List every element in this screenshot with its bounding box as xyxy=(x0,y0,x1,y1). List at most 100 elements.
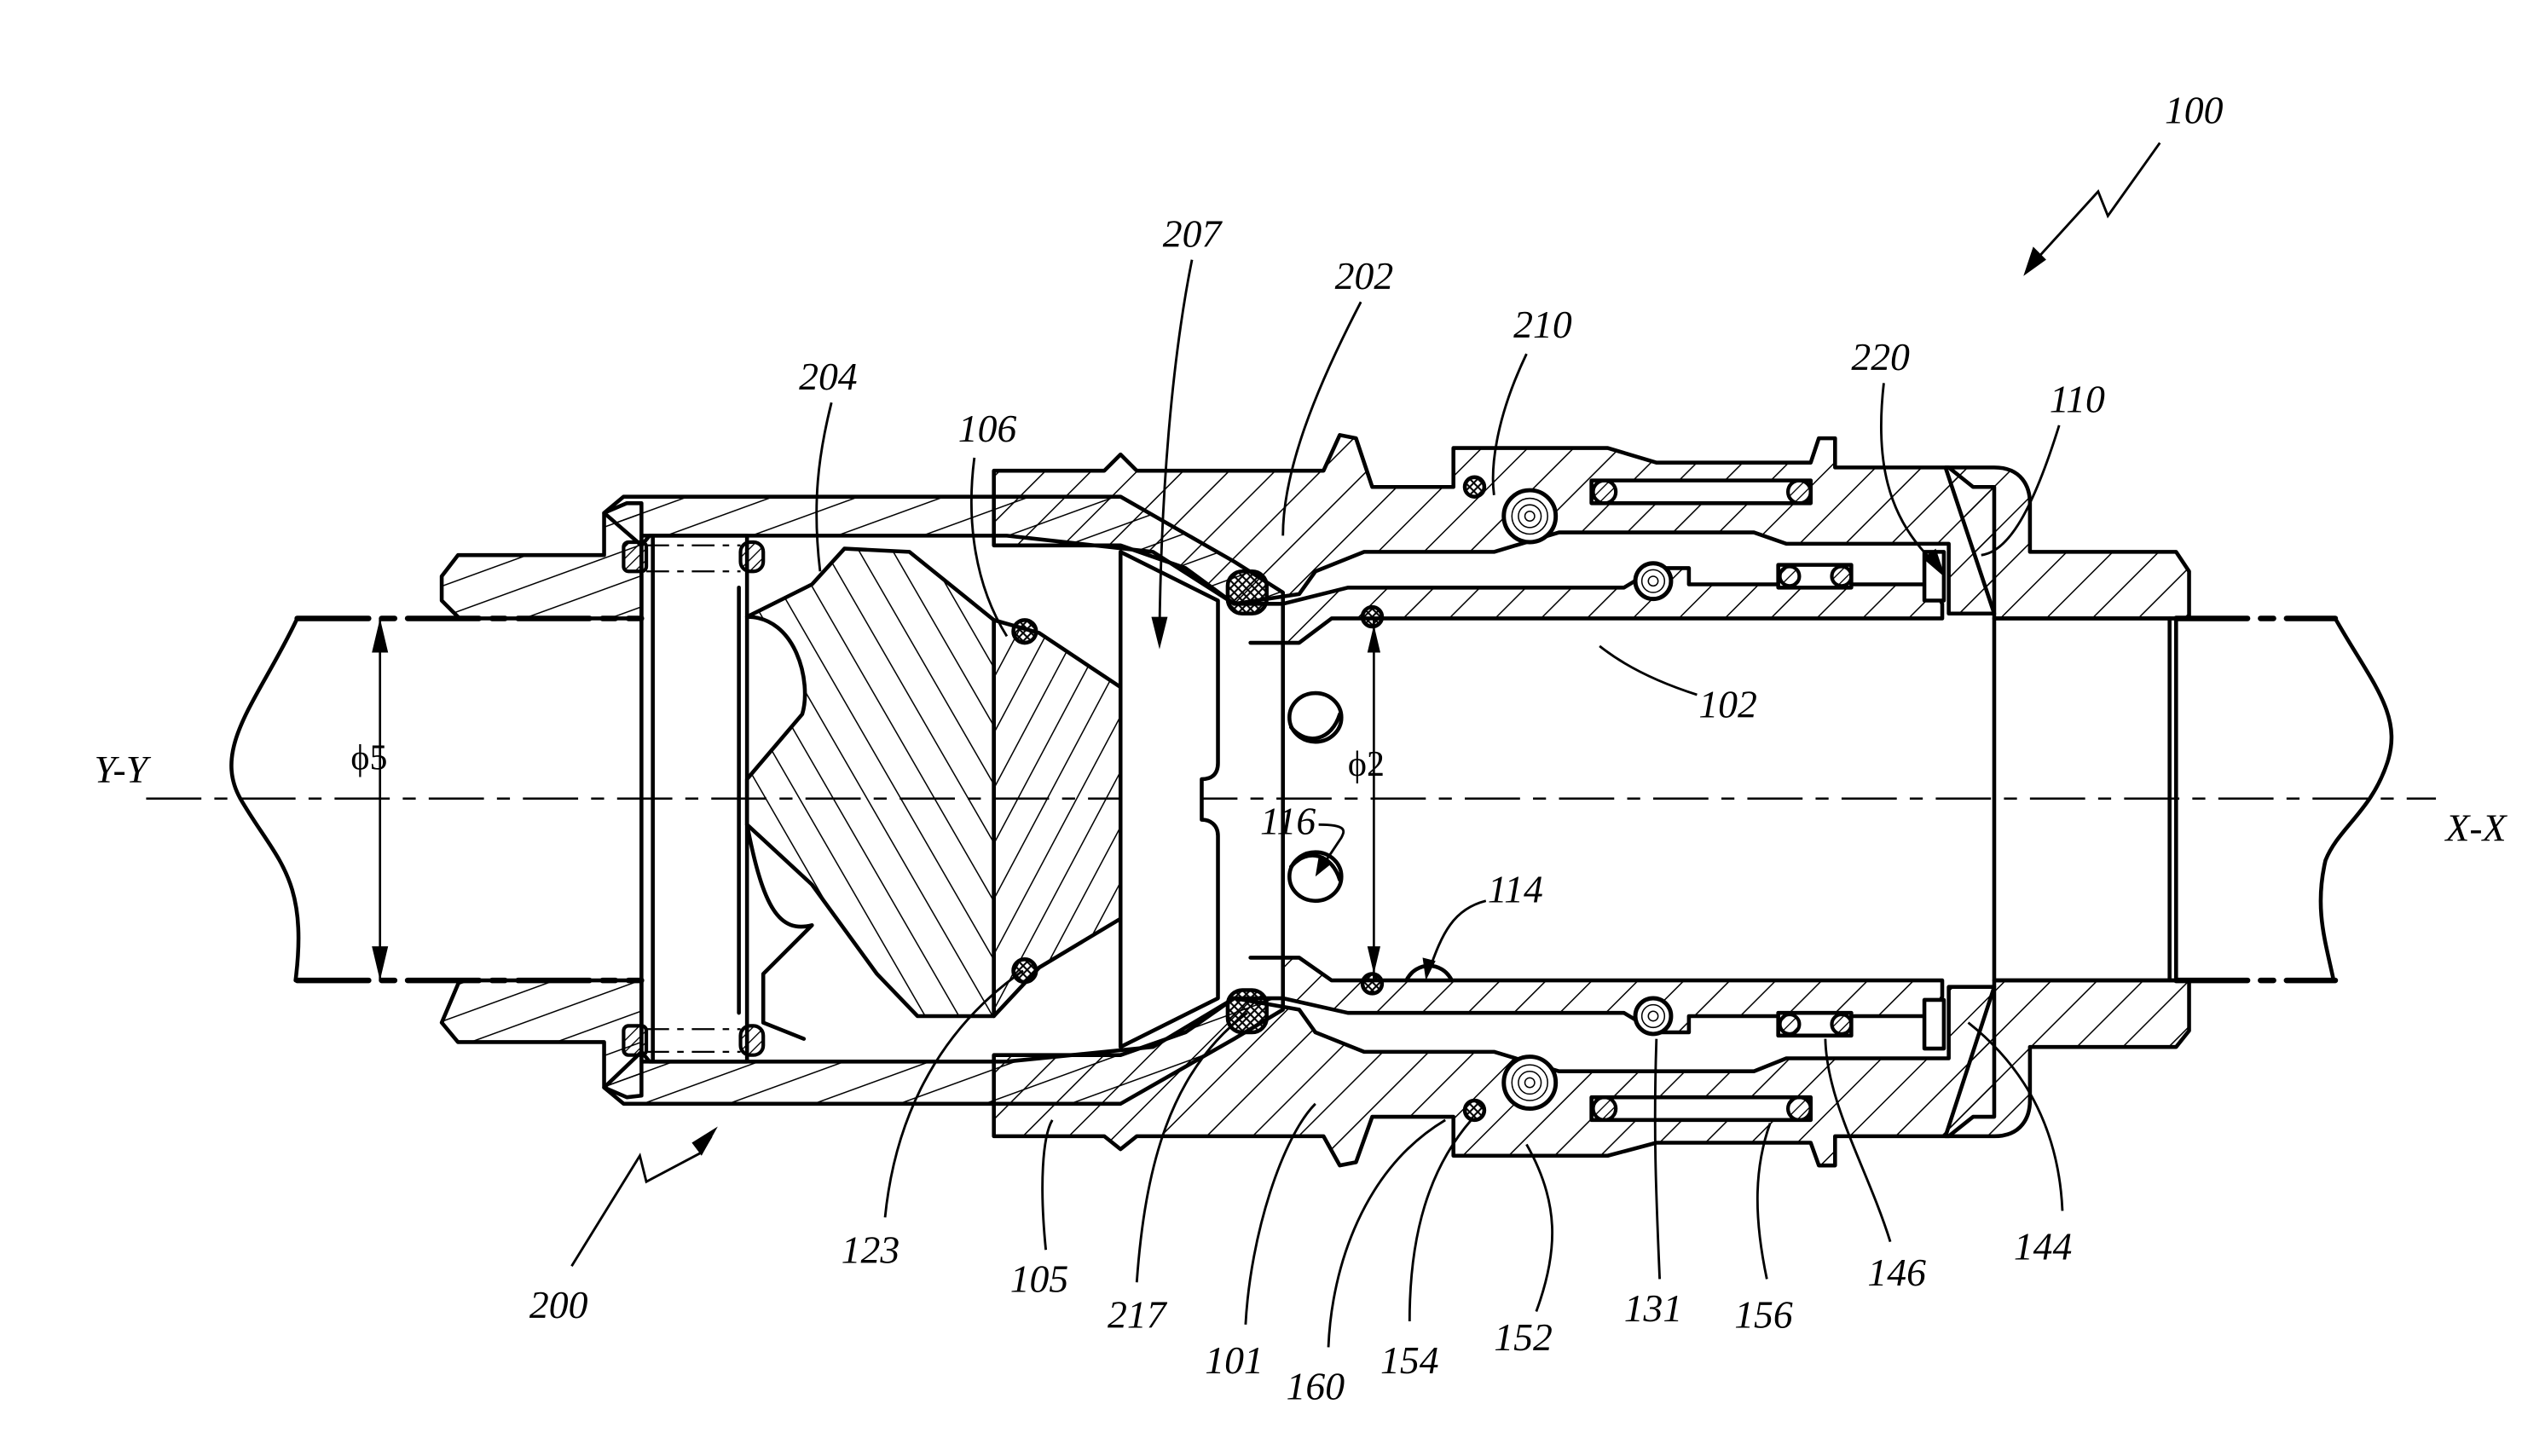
spring146-bottom-right xyxy=(1830,1012,1854,1037)
leader-202 xyxy=(1281,301,1362,536)
ref-label-101: 101 xyxy=(1205,1338,1264,1382)
arrowhead-200 xyxy=(691,1126,718,1156)
phi2-label: ϕ2 xyxy=(1348,745,1385,784)
zigzag-leader-100 xyxy=(2032,142,2161,264)
arrowhead-100 xyxy=(2023,246,2046,276)
phi5-arrow-top xyxy=(372,618,389,653)
seal-217 xyxy=(1225,988,1269,1035)
leader-160 xyxy=(1327,1118,1446,1348)
ref-label-100: 100 xyxy=(2165,89,2224,132)
tube-oring-top xyxy=(1360,604,1385,629)
port-hole-lower-shade xyxy=(1288,853,1342,882)
locking-ball-bottom xyxy=(1501,1054,1559,1111)
leader-152 xyxy=(1525,1143,1554,1313)
nut-oring-top-right xyxy=(738,540,766,574)
leader-156 xyxy=(1756,1123,1772,1280)
female-bore-right xyxy=(1992,616,2178,983)
detent-ball-131 xyxy=(1633,996,1674,1037)
locking-ball-top xyxy=(1501,488,1559,545)
ref-label-156: 156 xyxy=(1734,1293,1793,1337)
poppet-oring-106 xyxy=(1011,618,1038,645)
phi5-label: ϕ5 xyxy=(350,739,387,778)
ref-label-106: 106 xyxy=(958,407,1017,450)
spring146-bottom-left xyxy=(1778,1012,1802,1037)
spring-156-top xyxy=(1589,478,1813,506)
ref-label-105: 105 xyxy=(1010,1257,1069,1301)
zigzag-leader-200 xyxy=(570,1135,713,1267)
spring-end-top-left xyxy=(1591,478,1618,506)
port-hole-upper-shade xyxy=(1288,712,1342,741)
assembly-arrow-100: 100 xyxy=(2023,89,2224,276)
nut-oring-bottom-left xyxy=(622,1024,649,1057)
leader-123 xyxy=(883,969,1024,1218)
poppet-left-body xyxy=(744,546,996,1019)
leader-207 xyxy=(1158,259,1194,633)
reference-labels: 204 106 207 202 210 220 110 102 116 114 … xyxy=(799,211,2105,1407)
arrow-207 xyxy=(1151,616,1168,650)
dimension-phi5: ϕ5 xyxy=(350,617,389,982)
ref-label-207: 207 xyxy=(1163,211,1223,255)
ref-label-102: 102 xyxy=(1698,683,1757,726)
female-body-110-lower xyxy=(1943,978,2191,1139)
ref-label-220: 220 xyxy=(1851,335,1910,378)
leader-102 xyxy=(1599,644,1698,696)
spring146-top-left xyxy=(1778,564,1802,588)
leader-154 xyxy=(1408,1118,1472,1321)
spring-end-bottom-right xyxy=(1785,1095,1813,1122)
ref-label-200: 200 xyxy=(529,1283,588,1326)
ref-label-204: 204 xyxy=(799,355,858,398)
ref-label-131: 131 xyxy=(1624,1286,1683,1330)
poppet-oring-123 xyxy=(1011,957,1038,985)
ref-label-210: 210 xyxy=(1513,303,1572,346)
female-body-110-upper xyxy=(1943,465,2191,621)
tube-oring-bottom xyxy=(1360,972,1385,996)
nut-oring-bottom-right xyxy=(738,1024,766,1057)
leader-105 xyxy=(1041,1119,1054,1251)
dimension-phi2: ϕ2 xyxy=(1348,617,1385,982)
ref-label-202: 202 xyxy=(1335,254,1394,298)
leader-110 xyxy=(1981,425,2061,557)
leader-131 xyxy=(1653,1038,1662,1280)
spring-end-top-right xyxy=(1785,478,1813,506)
leader-116 xyxy=(1318,823,1345,868)
spring-end-bottom-left xyxy=(1591,1095,1618,1122)
arrow-220 xyxy=(1923,548,1946,578)
chamber-outline xyxy=(1119,550,1220,1049)
seal-217-top xyxy=(1225,569,1269,616)
ref-label-116: 116 xyxy=(1260,800,1316,843)
leader-220 xyxy=(1879,383,1942,569)
right-pipe-break-line xyxy=(2318,616,2394,983)
nut-oring-top-left xyxy=(622,540,649,574)
poppet-lower-contour xyxy=(744,823,814,1041)
oring-210 xyxy=(1462,475,1487,499)
ref-label-152: 152 xyxy=(1494,1315,1553,1359)
spring146-top-right xyxy=(1830,564,1854,588)
arrow-116 xyxy=(1315,857,1332,877)
axis-label-x-x: X-X xyxy=(2444,806,2508,849)
assembly-arrow-200: 200 xyxy=(529,1126,718,1326)
phi2-arrow-bottom xyxy=(1367,946,1380,974)
ref-label-110: 110 xyxy=(2050,378,2105,421)
ref-label-146: 146 xyxy=(1867,1251,1926,1294)
female-coupler-body xyxy=(992,433,2191,1168)
ref-label-123: 123 xyxy=(842,1228,900,1271)
ref-label-160: 160 xyxy=(1287,1364,1345,1407)
phi2-arrow-top xyxy=(1367,625,1380,653)
leader-114 xyxy=(1427,899,1487,972)
detent-ball-top xyxy=(1633,561,1674,602)
spring-156 xyxy=(1589,1095,1813,1123)
arrow-114 xyxy=(1422,957,1436,981)
axis-label-y-y: Y-Y xyxy=(94,748,151,791)
ref-label-144: 144 xyxy=(2014,1225,2073,1268)
ref-label-217: 217 xyxy=(1108,1293,1168,1337)
leader-210 xyxy=(1491,353,1528,495)
port-hole-upper xyxy=(1287,690,1344,744)
piston-144 xyxy=(1922,997,1946,1051)
leader-144 xyxy=(1967,1021,2064,1211)
leader-217 xyxy=(1135,1012,1248,1283)
leader-101 xyxy=(1244,1102,1316,1325)
leader-146 xyxy=(1824,1038,1892,1243)
leader-106 xyxy=(970,457,1009,638)
phi5-arrow-bottom xyxy=(372,946,389,981)
